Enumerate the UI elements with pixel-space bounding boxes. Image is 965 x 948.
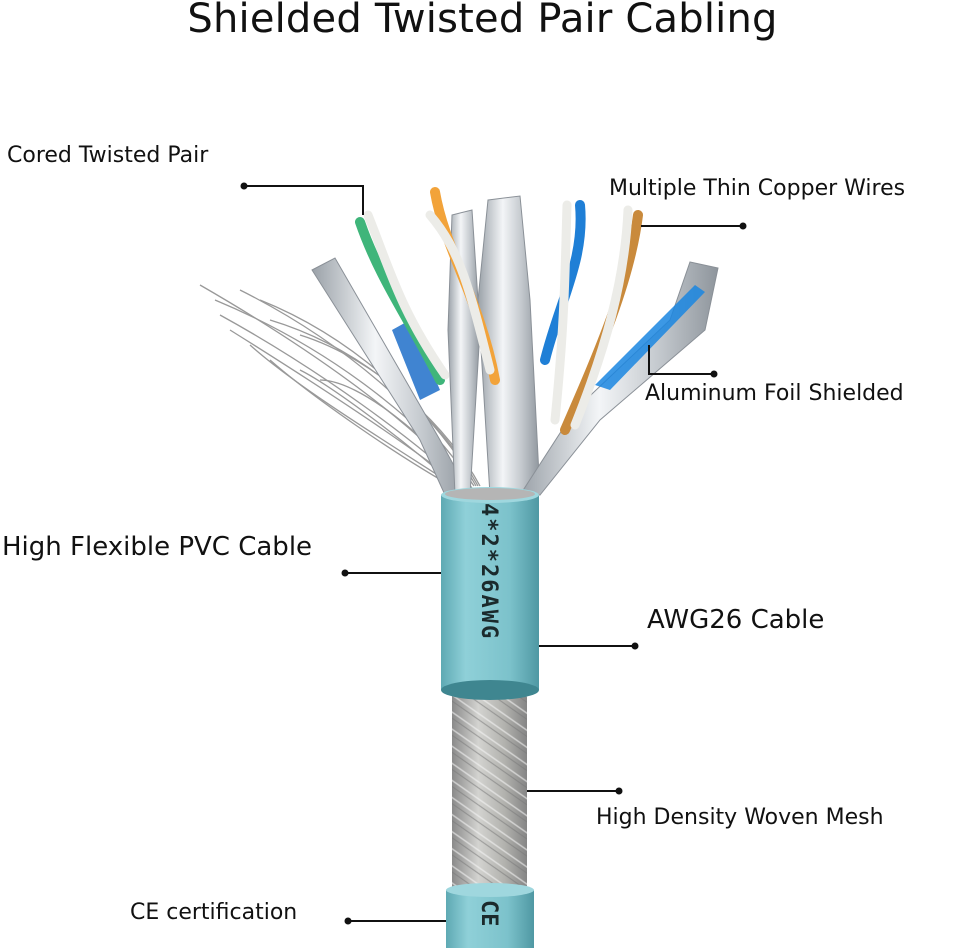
twisted-pair-brown bbox=[560, 205, 643, 435]
foil-shield-right bbox=[519, 261, 719, 496]
label-multiple-thin-copper-wires: Multiple Thin Copper Wires bbox=[609, 176, 906, 201]
twisted-pair-orange bbox=[425, 187, 500, 385]
foil-shield-center bbox=[447, 195, 541, 496]
pvc-jacket-upper bbox=[441, 487, 539, 700]
braided-mesh bbox=[452, 685, 527, 890]
label-cored-twisted-pair: Cored Twisted Pair bbox=[7, 143, 209, 168]
leader-ce-certification bbox=[344, 917, 446, 925]
label-awg26-cable: AWG26 Cable bbox=[647, 605, 825, 635]
leader-awg26-cable bbox=[539, 642, 639, 650]
sleeve-marking-lower: CE bbox=[476, 900, 501, 927]
leader-multiple-thin-copper-wires bbox=[641, 222, 747, 230]
twisted-pair-blue bbox=[540, 200, 586, 425]
label-high-density-woven-mesh: High Density Woven Mesh bbox=[596, 805, 884, 830]
leader-high-flexible-pvc-cable bbox=[341, 569, 441, 577]
diagram-title: Shielded Twisted Pair Cabling bbox=[187, 0, 778, 42]
leader-high-density-woven-mesh bbox=[527, 787, 623, 795]
sleeve-marking-upper: 4*2*26AWG bbox=[476, 503, 501, 640]
label-ce-certification: CE certification bbox=[130, 900, 298, 925]
leader-aluminum-foil-shielded bbox=[648, 345, 718, 378]
twisted-pair-green bbox=[355, 210, 450, 385]
label-aluminum-foil-shielded: Aluminum Foil Shielded bbox=[645, 381, 904, 406]
leader-cored-twisted-pair bbox=[240, 182, 364, 215]
label-high-flexible-pvc-cable: High Flexible PVC Cable bbox=[2, 532, 313, 562]
pvc-jacket-lower bbox=[446, 883, 534, 948]
